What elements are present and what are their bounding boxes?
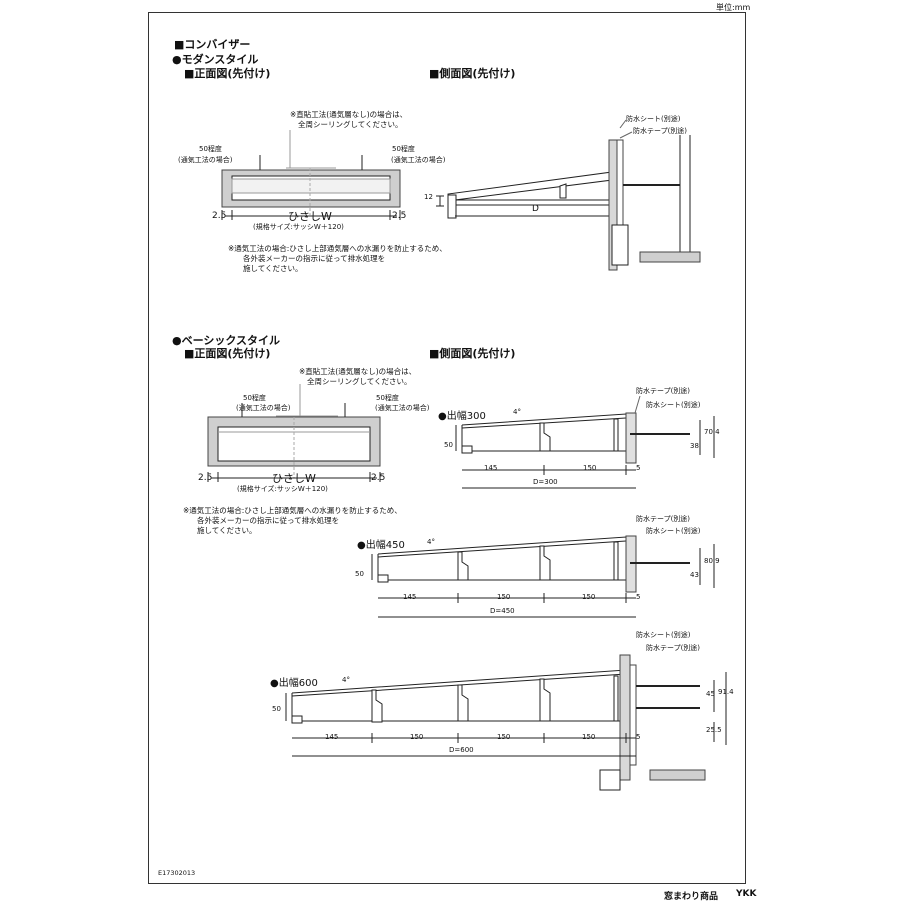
basic-left-approx: 50程度 xyxy=(243,394,266,402)
basic-right-approx: 50程度 xyxy=(376,394,399,402)
p600-total: D=600 xyxy=(449,746,474,754)
p300-d38: 38 xyxy=(690,442,699,450)
p600-angle: 4° xyxy=(342,676,350,684)
modern-dim-12: 12 xyxy=(424,193,433,201)
doc-code: E17302013 xyxy=(158,869,196,877)
p600-d45: 45 xyxy=(706,690,715,698)
brand-logo: YKK xyxy=(736,889,757,899)
p600-sheet: 防水シート(別途) xyxy=(636,631,691,639)
basic-edge-right: 2.5 xyxy=(371,473,386,483)
modern-left-approx-sub: (通気工法の場合) xyxy=(178,156,233,164)
basic-side-view-heading: ■側面図(先付け) xyxy=(429,347,516,360)
p600-label: ●出幅600 xyxy=(270,678,318,689)
p450-sheet: 防水シート(別途) xyxy=(646,527,701,535)
modern-waterproof-sheet: 防水シート(別途) xyxy=(626,115,681,123)
p450-total: D=450 xyxy=(490,607,515,615)
basic-sealing-note-2: 全周シーリングしてください。 xyxy=(307,377,412,386)
p300-tape: 防水テープ(別途) xyxy=(636,387,691,395)
modern-front-view xyxy=(221,130,401,220)
basic-sealing-note-1: ※直貼工法(通気層なし)の場合は、 xyxy=(299,367,417,376)
p300-sheet: 防水シート(別途) xyxy=(646,401,701,409)
modern-sealing-note-1: ※直貼工法(通気層なし)の場合は、 xyxy=(290,110,408,119)
p450-tape: 防水テープ(別途) xyxy=(636,515,691,523)
p300-d5: 5 xyxy=(636,464,641,472)
p450-angle: 4° xyxy=(427,538,435,546)
modern-vent-note-2: 各外装メーカーの指示に従って排水処理を xyxy=(243,254,386,263)
modern-edge-left: 2.5 xyxy=(212,211,227,221)
basic-style-heading: ●ベーシックスタイル xyxy=(172,334,281,347)
basic-right-approx-sub: (通気工法の場合) xyxy=(375,404,430,412)
p300-d70: 70.4 xyxy=(704,428,720,436)
modern-right-approx: 50程度 xyxy=(392,145,415,153)
p300-side-view xyxy=(455,395,715,489)
p450-d145: 145 xyxy=(403,593,417,601)
p600-d145: 145 xyxy=(325,733,339,741)
basic-spec-size: (規格サイズ:サッシW＋120) xyxy=(237,485,328,493)
p600-d150b: 150 xyxy=(497,733,511,741)
modern-side-view xyxy=(436,119,701,271)
p600-side-view xyxy=(285,654,727,791)
p450-h50: 50 xyxy=(355,570,364,578)
modern-side-view-heading: ■側面図(先付け) xyxy=(429,67,516,80)
p450-side-view xyxy=(371,535,715,618)
modern-vent-note-3: 施してください。 xyxy=(243,264,303,273)
page-title: ■コンバイザー xyxy=(174,38,251,51)
p450-d150b: 150 xyxy=(582,593,596,601)
modern-edge-right: 2.5 xyxy=(392,211,407,221)
p300-d150: 150 xyxy=(583,464,597,472)
p600-tape: 防水テープ(別途) xyxy=(646,644,701,652)
drawing-frame xyxy=(148,12,746,884)
unit-label: 単位:mm xyxy=(716,3,751,12)
basic-vent-note-1: ※通気工法の場合:ひさし上部通気層への水漏りを防止するため、 xyxy=(183,506,402,515)
p300-h50: 50 xyxy=(444,441,453,449)
p450-d5: 5 xyxy=(636,593,641,601)
p450-label: ●出幅450 xyxy=(357,540,405,551)
modern-vent-note-1: ※通気工法の場合:ひさし上部通気層への水漏りを防止するため、 xyxy=(228,244,447,253)
modern-spec-size: (規格サイズ:サッシW＋120) xyxy=(253,223,344,231)
modern-style-heading: ●モダンスタイル xyxy=(172,53,259,66)
basic-front-view xyxy=(207,384,381,482)
p600-d5: 5 xyxy=(636,733,641,741)
modern-left-approx: 50程度 xyxy=(199,145,222,153)
p600-d150c: 150 xyxy=(582,733,596,741)
modern-waterproof-tape: 防水テープ(別途) xyxy=(633,127,688,135)
p300-total: D=300 xyxy=(533,478,558,486)
basic-left-approx-sub: (通気工法の場合) xyxy=(236,404,291,412)
basic-vent-note-2: 各外装メーカーの指示に従って排水処理を xyxy=(197,516,340,525)
p600-d150a: 150 xyxy=(410,733,424,741)
p300-label: ●出幅300 xyxy=(438,411,486,422)
p300-angle: 4° xyxy=(513,408,521,416)
modern-sealing-note-2: 全周シーリングしてください。 xyxy=(298,120,403,129)
modern-dim-d: D xyxy=(532,204,539,214)
p450-d80: 80.9 xyxy=(704,557,720,565)
p450-d43: 43 xyxy=(690,571,699,579)
modern-right-approx-sub: (通気工法の場合) xyxy=(391,156,446,164)
p300-d145: 145 xyxy=(484,464,498,472)
basic-front-view-heading: ■正面図(先付け) xyxy=(184,347,271,360)
basic-edge-left: 2.5 xyxy=(198,473,213,483)
footer-title: 窓まわり商品 xyxy=(664,892,719,902)
modern-front-view-heading: ■正面図(先付け) xyxy=(184,67,271,80)
p600-h50: 50 xyxy=(272,705,281,713)
basic-vent-note-3: 施してください。 xyxy=(197,526,257,535)
p450-d150a: 150 xyxy=(497,593,511,601)
